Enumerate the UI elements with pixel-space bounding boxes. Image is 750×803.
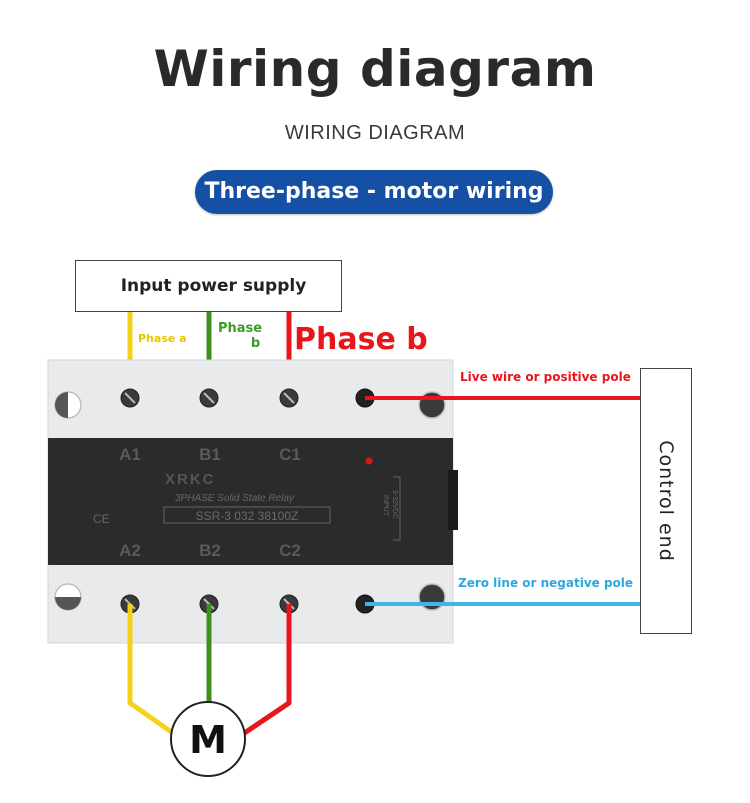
- phase-b-green-label: Phase b: [218, 321, 262, 351]
- page-subtitle: WIRING DIAGRAM: [284, 122, 466, 144]
- ce-mark: CE: [93, 512, 110, 526]
- mount-hole-bottom-right: [418, 583, 446, 611]
- motor-circle: [170, 701, 246, 777]
- relay-model-box: [163, 506, 331, 524]
- status-led: [365, 457, 373, 465]
- motor: M: [170, 701, 246, 777]
- live-wire-label: Live wire or positive pole: [460, 370, 631, 384]
- zero-line-label: Zero line or negative pole: [458, 576, 634, 590]
- mount-hole-top-left-shade: [55, 392, 68, 418]
- screw-a1-slot: [124, 392, 136, 404]
- input-marking: INPUT 3-32VDC: [382, 476, 401, 541]
- screw-terminal-c1: [279, 388, 299, 408]
- relay-model: SSR-3 032 38100Z: [196, 509, 299, 523]
- phase-b-red-label: Phase b: [294, 322, 428, 357]
- motor-label: M: [189, 718, 227, 762]
- relay-body: [48, 438, 453, 565]
- screw-terminal-b1: [199, 388, 219, 408]
- mount-hole-bottom-left-shade: [55, 597, 81, 610]
- page-title: Wiring diagram: [153, 40, 597, 98]
- terminal-label-a1: A1: [119, 445, 141, 464]
- solid-state-relay: A1 B1 C1 A2 B2 C2 XRKC 3PHASE Solid Stat…: [47, 359, 458, 644]
- input-power-box: Input power supply: [75, 260, 342, 312]
- relay-brand: XRKC: [165, 471, 216, 488]
- terminal-label-b1: B1: [199, 445, 221, 464]
- input-power-label: Input power supply: [120, 276, 307, 296]
- screw-b1-slot: [203, 392, 215, 404]
- screw-c1-slot: [283, 392, 295, 404]
- control-end-box: Control end: [640, 368, 692, 634]
- terminal-label-a2: A2: [119, 541, 141, 560]
- control-end-label: Control end: [655, 440, 677, 562]
- phase-a-label: Phase a: [138, 332, 187, 345]
- terminal-label-c1: C1: [279, 445, 301, 464]
- input-label: INPUT: [382, 495, 389, 517]
- phase-b-green-line2: b: [250, 336, 261, 351]
- relay-description: 3PHASE Solid State Relay: [175, 493, 295, 504]
- mount-hole-top-right: [418, 391, 446, 419]
- input-spec: 3-32VDC: [391, 490, 398, 519]
- section-pill: Three-phase - motor wiring: [195, 170, 553, 214]
- phase-b-green-line1: Phase: [218, 321, 263, 336]
- relay-body-tab: [448, 470, 458, 530]
- wire-motor-yellow: [127, 604, 182, 741]
- terminal-label-c2: C2: [279, 541, 301, 560]
- wire-motor-red: [235, 604, 292, 741]
- screw-terminal-a1: [120, 388, 140, 408]
- terminal-label-b2: B2: [199, 541, 221, 560]
